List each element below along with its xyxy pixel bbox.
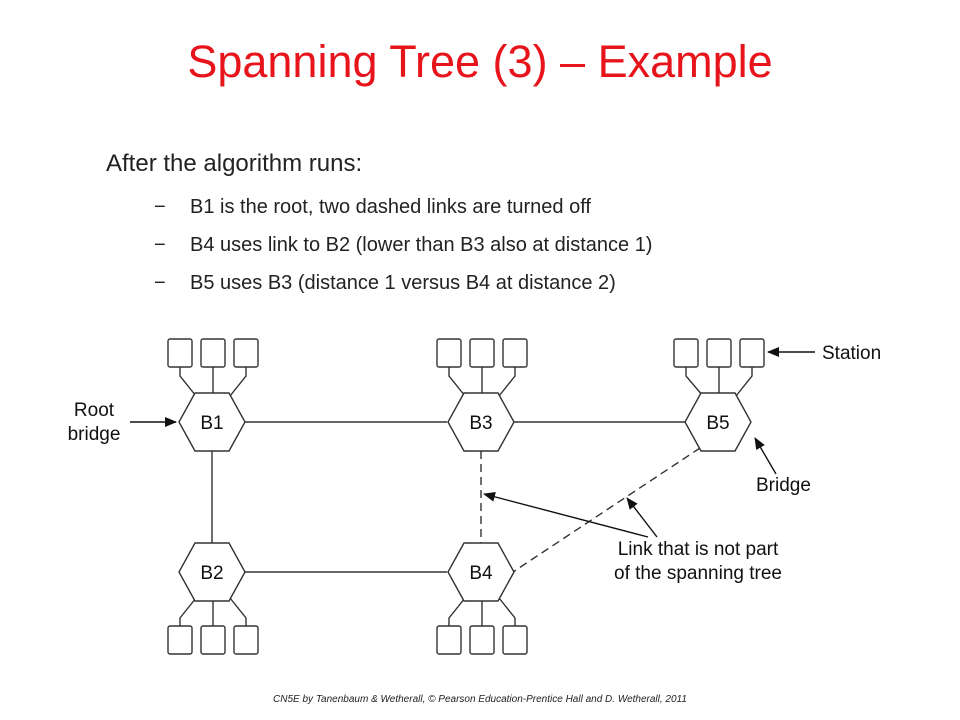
bridge-b2 bbox=[178, 542, 246, 602]
bridge-arrow bbox=[754, 437, 777, 475]
station-group-b1 bbox=[167, 338, 259, 397]
copyright-footer: CN5E by Tanenbaum & Wetherall, © Pearson… bbox=[273, 694, 687, 705]
root-bridge-label-line2: bridge bbox=[68, 424, 121, 445]
bullet-text: B5 uses B3 (distance 1 versus B4 at dist… bbox=[190, 272, 616, 294]
bullet-item: − B5 uses B3 (distance 1 versus B4 at dis… bbox=[150, 269, 652, 307]
bullet-list: − B1 is the root, two dashed links are tu… bbox=[150, 193, 652, 307]
lead-text: After the algorithm runs: bbox=[106, 150, 363, 177]
station-group-b4 bbox=[436, 597, 528, 655]
root-bridge-label-line1: Root bbox=[74, 400, 115, 421]
spanning-tree-diagram: B1 B3 B5 B2 B4 Station Root bridge Bridg… bbox=[68, 338, 881, 655]
bridge-label: Bridge bbox=[756, 475, 811, 496]
station-label: Station bbox=[822, 343, 881, 364]
dashed-link-b5-b4 bbox=[512, 447, 701, 573]
slide-title: Spanning Tree (3) – Example bbox=[187, 36, 773, 87]
bullet-marker: − bbox=[154, 234, 166, 256]
bullet-text: B1 is the root, two dashed links are tur… bbox=[190, 196, 591, 218]
station-group-b3 bbox=[436, 338, 528, 397]
bridge-b4 bbox=[447, 542, 515, 602]
bridge-b3 bbox=[447, 392, 515, 452]
bridge-b5 bbox=[684, 392, 752, 452]
bridge-label-b1: B1 bbox=[200, 413, 223, 434]
station-group-b5 bbox=[673, 338, 765, 397]
station-group-b2 bbox=[167, 597, 259, 655]
bullet-item: − B4 uses link to B2 (lower than B3 also … bbox=[150, 231, 652, 269]
bridge-label-b3: B3 bbox=[469, 413, 492, 434]
link-arrow-left bbox=[483, 491, 649, 538]
bridge-label-b5: B5 bbox=[706, 413, 729, 434]
bridge-label-b2: B2 bbox=[200, 563, 223, 584]
bridge-label-b4: B4 bbox=[469, 563, 493, 584]
link-arrow-right bbox=[626, 497, 658, 538]
bullet-item: − B1 is the root, two dashed links are tu… bbox=[150, 193, 652, 231]
bullet-text: B4 uses link to B2 (lower than B3 also a… bbox=[190, 234, 653, 256]
bridge-b1 bbox=[178, 392, 246, 452]
link-label-line1: Link that is not part bbox=[618, 539, 779, 560]
link-label-line2: of the spanning tree bbox=[614, 563, 782, 584]
bullet-marker: − bbox=[154, 272, 166, 294]
bullet-marker: − bbox=[154, 196, 166, 218]
